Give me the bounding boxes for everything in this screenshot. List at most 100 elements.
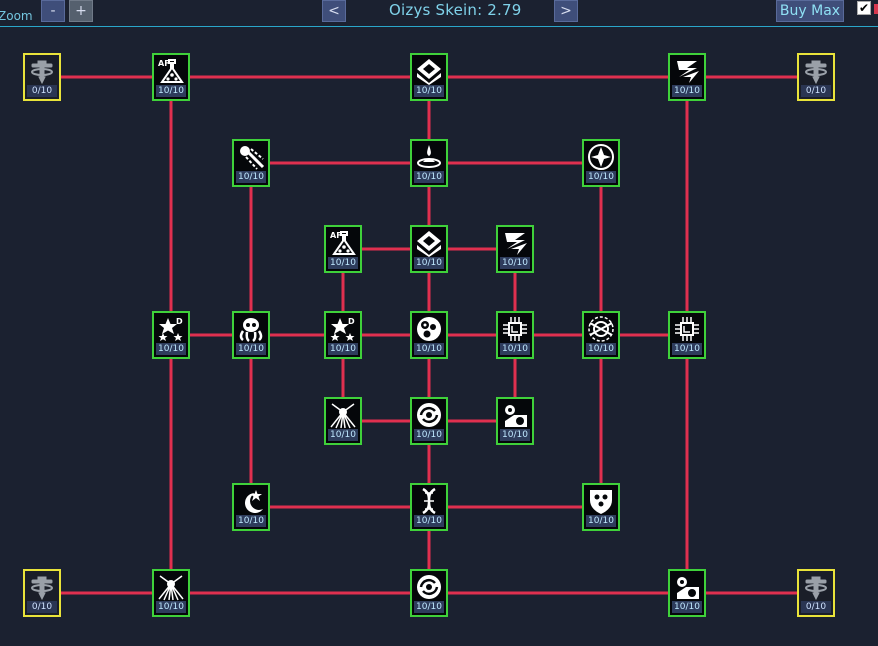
skill-node[interactable]: 10/10	[582, 483, 620, 531]
skill-node[interactable]: 10/10	[668, 311, 706, 359]
skill-node[interactable]: 10/10	[410, 139, 448, 187]
node-level: 10/10	[586, 343, 616, 355]
node-level: 0/10	[801, 85, 831, 97]
node-level: 0/10	[27, 85, 57, 97]
flask-af-icon: AF	[330, 231, 356, 255]
node-level: 10/10	[672, 601, 702, 613]
node-level: 10/10	[328, 429, 358, 441]
dna-icon	[422, 487, 436, 515]
skill-node[interactable]: 10/10	[668, 569, 706, 617]
node-level: 0/10	[801, 601, 831, 613]
svg-text:D: D	[176, 317, 183, 326]
starburst-icon	[158, 575, 184, 601]
svg-text:AF: AF	[330, 231, 342, 240]
lightning-icon	[677, 61, 699, 83]
skill-node[interactable]: 10/10	[496, 397, 534, 445]
node-level: 10/10	[500, 257, 530, 269]
node-level: 10/10	[236, 171, 266, 183]
skill-node[interactable]: 10/10	[410, 53, 448, 101]
node-level: 10/10	[414, 257, 444, 269]
node-level: 10/10	[586, 515, 616, 527]
octopus-skull-icon	[239, 318, 263, 343]
skill-node[interactable]: 10/10	[496, 311, 534, 359]
skill-node[interactable]: 10/10	[410, 397, 448, 445]
node-level: 10/10	[236, 343, 266, 355]
buy-max-button[interactable]: Buy Max	[776, 0, 844, 22]
top-toolbar: Zoom - + < Oizys Skein: 2.79 > Buy Max ✔	[0, 0, 878, 27]
buy-max-checkbox[interactable]: ✔	[857, 1, 871, 15]
skill-node[interactable]: 10/10	[152, 569, 190, 617]
node-level: 10/10	[672, 85, 702, 97]
circuit-chip-icon	[503, 317, 527, 341]
skill-node[interactable]: 10/10	[232, 483, 270, 531]
skill-node[interactable]: D 10/10	[324, 311, 362, 359]
skill-node[interactable]: 10/10	[410, 569, 448, 617]
node-level: 10/10	[414, 429, 444, 441]
compass-ship-icon	[588, 144, 614, 170]
previous-skein-button[interactable]: <	[322, 0, 346, 22]
gears-icon	[505, 405, 527, 427]
skill-node[interactable]: 10/10	[582, 311, 620, 359]
skill-node[interactable]: 10/10	[582, 139, 620, 187]
comet-cluster-icon	[240, 146, 265, 170]
lightning-icon	[505, 233, 527, 255]
node-level: 10/10	[328, 257, 358, 269]
flask-af-icon: AF	[158, 59, 184, 83]
chevron-diamond-icon	[417, 231, 441, 257]
svg-text:AF: AF	[158, 59, 170, 68]
skill-node[interactable]: 0/10	[797, 53, 835, 101]
skill-node[interactable]: 10/10	[410, 311, 448, 359]
skill-node[interactable]: 10/10	[668, 53, 706, 101]
spiral-galaxy-icon	[417, 403, 441, 427]
crossed-planet-icon	[588, 316, 614, 342]
crescent-star-icon	[245, 490, 263, 513]
shield-crest-icon	[590, 490, 612, 514]
skill-node[interactable]: D 10/10	[152, 311, 190, 359]
drill-icon	[31, 60, 53, 85]
spiral-galaxy-icon	[417, 575, 441, 599]
drill-icon	[31, 576, 53, 601]
skill-node[interactable]: 0/10	[23, 53, 61, 101]
zoom-in-button[interactable]: +	[69, 0, 93, 22]
node-level: 10/10	[414, 85, 444, 97]
node-level: 0/10	[27, 601, 57, 613]
next-skein-button[interactable]: >	[554, 0, 578, 22]
drill-icon	[805, 60, 827, 85]
node-level: 10/10	[156, 343, 186, 355]
skill-node[interactable]: 10/10	[324, 397, 362, 445]
skill-node[interactable]: 10/10	[410, 483, 448, 531]
droplet-splash-icon	[417, 145, 441, 168]
zoom-out-button[interactable]: -	[41, 0, 65, 22]
node-level: 10/10	[156, 85, 186, 97]
node-level: 10/10	[156, 601, 186, 613]
skill-node[interactable]: 0/10	[797, 569, 835, 617]
node-level: 10/10	[500, 343, 530, 355]
node-level: 10/10	[414, 515, 444, 527]
node-level: 10/10	[414, 343, 444, 355]
node-level: 10/10	[328, 343, 358, 355]
stars-d-icon: D	[330, 317, 355, 341]
drill-icon	[805, 576, 827, 601]
skill-node[interactable]: 10/10	[232, 139, 270, 187]
starburst-icon	[330, 403, 356, 429]
circuit-chip-icon	[675, 317, 699, 341]
skill-node[interactable]: 10/10	[496, 225, 534, 273]
cells-icon	[417, 317, 441, 341]
skill-node[interactable]: 0/10	[23, 569, 61, 617]
node-level: 10/10	[500, 429, 530, 441]
node-level: 10/10	[414, 601, 444, 613]
chevron-diamond-icon	[417, 59, 441, 85]
node-level: 10/10	[236, 515, 266, 527]
clipped-button-edge	[874, 4, 878, 14]
skill-node[interactable]: 10/10	[410, 225, 448, 273]
skill-node[interactable]: AF 10/10	[152, 53, 190, 101]
node-level: 10/10	[414, 171, 444, 183]
node-level: 10/10	[672, 343, 702, 355]
svg-text:D: D	[348, 317, 355, 326]
page-title: Oizys Skein: 2.79	[389, 1, 522, 19]
stars-d-icon: D	[158, 317, 183, 341]
gears-icon	[677, 577, 699, 599]
skill-node[interactable]: 10/10	[232, 311, 270, 359]
skill-node[interactable]: AF 10/10	[324, 225, 362, 273]
zoom-label: Zoom	[0, 9, 33, 23]
